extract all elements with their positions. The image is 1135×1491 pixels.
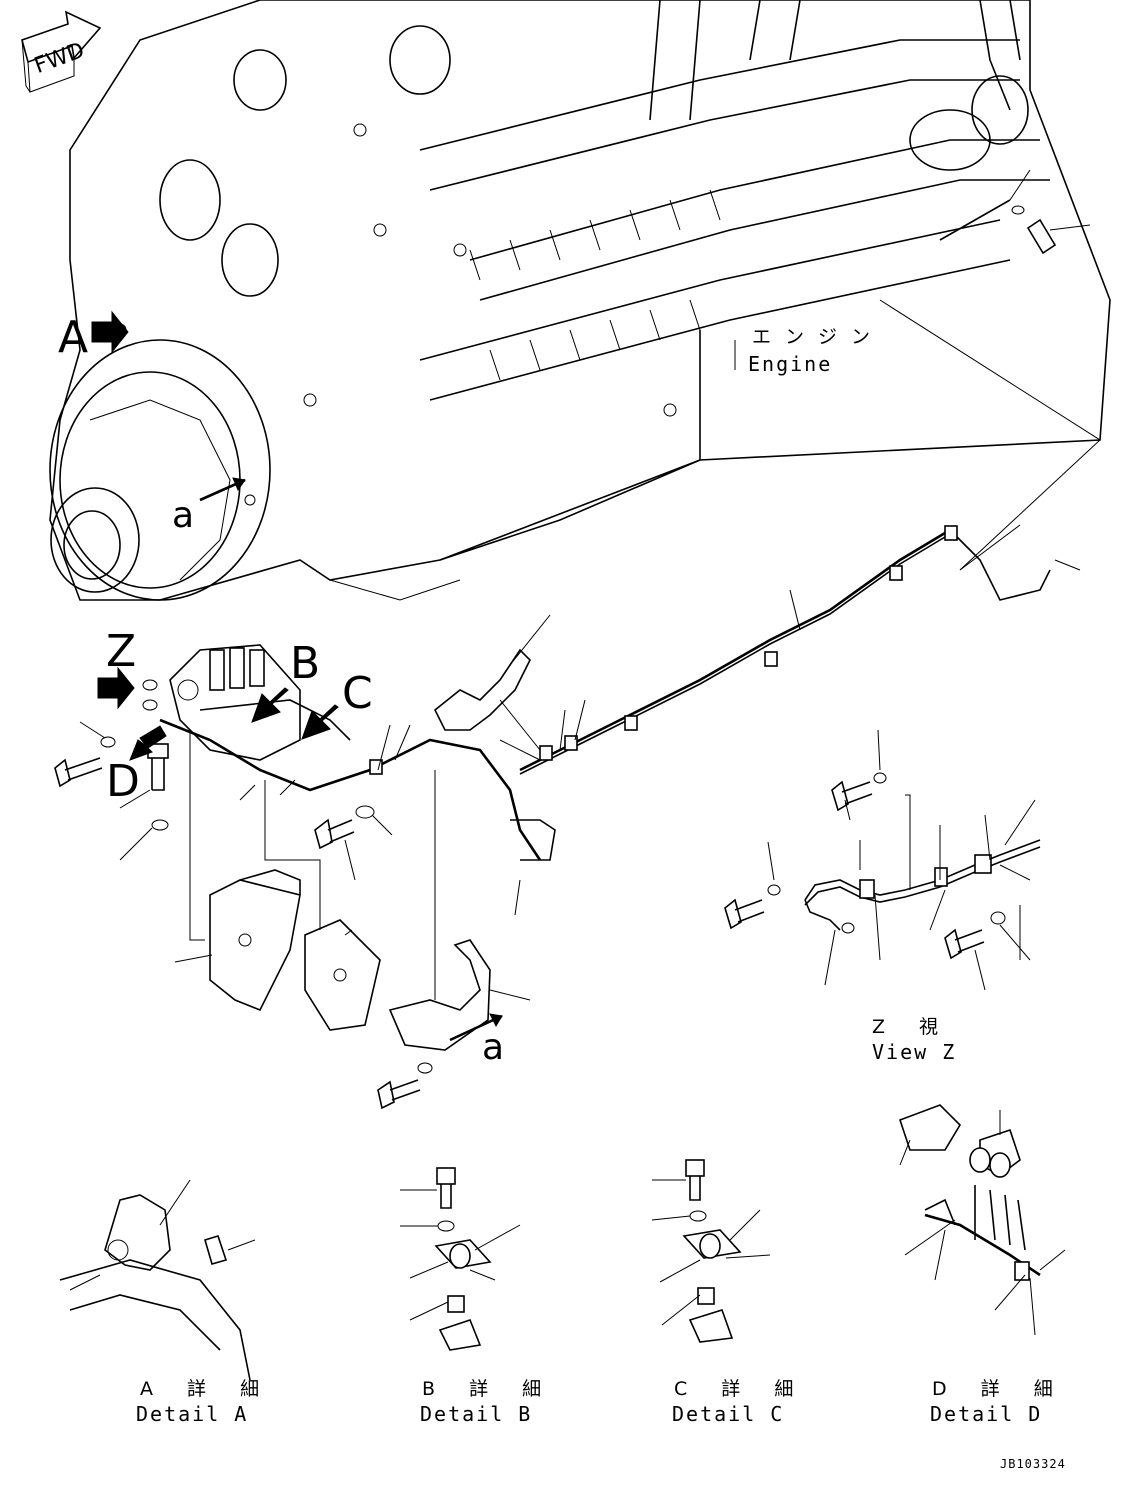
bracket-assembly-right	[377, 770, 531, 1110]
sensor-bolt	[939, 169, 1091, 255]
callout-c: C	[342, 668, 373, 719]
callout-z: Z	[106, 626, 137, 677]
bracket-assembly-left	[174, 730, 381, 1031]
detail-b-label-en: Detail B	[420, 1402, 533, 1426]
bolt-mid	[314, 805, 393, 881]
detail-c-label-jp: C 詳 細	[674, 1378, 808, 1400]
callout-a-lower-top: a	[172, 495, 195, 536]
detail-b-label-jp: B 詳 細	[422, 1378, 556, 1400]
detail-a-drawing	[59, 1179, 256, 1381]
engine-label-en: Engine	[748, 352, 833, 376]
detail-c-label-en: Detail C	[672, 1402, 785, 1426]
detail-d-drawing	[898, 1104, 1066, 1336]
detail-d-label-en: Detail D	[930, 1402, 1043, 1426]
callout-a-lower-bottom: a	[482, 1027, 505, 1068]
detail-b-drawing	[400, 1167, 521, 1351]
engine-leader	[879, 299, 1101, 571]
detail-a-label-jp: A 詳 細	[140, 1378, 274, 1400]
bracket-upper	[433, 614, 551, 751]
bolt-left	[54, 721, 116, 788]
bolt-left-2	[119, 743, 169, 861]
wiring-harness	[159, 524, 1081, 916]
engine-drawing	[49, 0, 1111, 601]
detail-d-label-jp: D 詳 細	[932, 1378, 1067, 1400]
detail-a-label-en: Detail A	[136, 1402, 249, 1426]
callout-arrows	[91, 310, 339, 761]
view-z-drawing	[724, 729, 1041, 991]
engine-label-jp: エンジン	[752, 326, 885, 348]
callout-a: A	[58, 312, 89, 363]
callout-d: D	[106, 756, 140, 807]
callout-b: B	[290, 638, 321, 689]
view-z-label-jp: Z 視	[872, 1016, 953, 1038]
view-z-label-en: View Z	[872, 1040, 957, 1064]
drawing-code: JB103324	[1000, 1457, 1066, 1471]
detail-c-drawing	[651, 1159, 771, 1343]
fwd-arrow-icon	[21, 10, 102, 93]
